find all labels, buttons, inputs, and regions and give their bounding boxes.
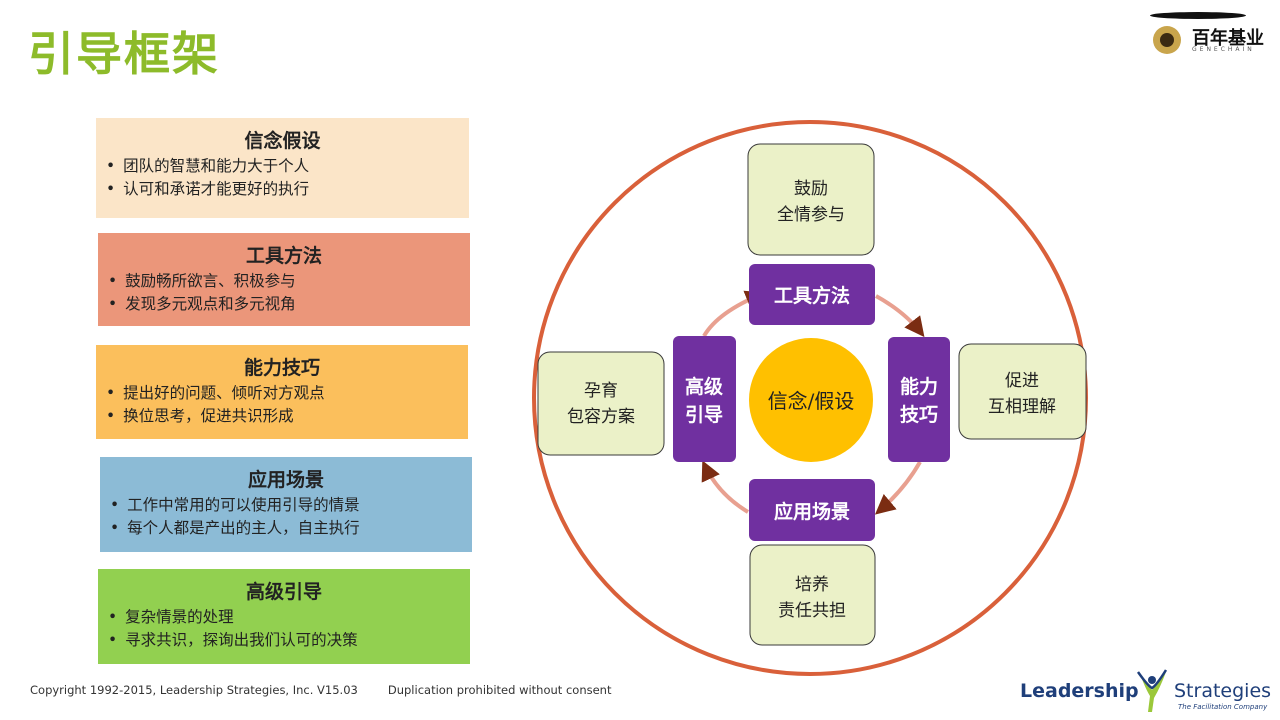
- outer-top-line-2: 全情参与: [777, 205, 845, 225]
- card-title: 工具方法: [245, 245, 322, 267]
- logo-en-text: GENECHAIN: [1192, 46, 1255, 53]
- brand-name-left: Leadership: [1020, 680, 1139, 702]
- card-advanced: 高级引导 复杂情景的处理 寻求共识，探询出我们认可的决策: [98, 569, 470, 664]
- copyright-text: Copyright 1992-2015, Leadership Strategi…: [30, 683, 358, 697]
- center-circle: [749, 338, 873, 462]
- card-skills: 能力技巧 提出好的问题、倾听对方观点 换位思考，促进共识形成: [96, 345, 468, 439]
- card-title: 信念假设: [244, 130, 321, 152]
- box-tools-label: 工具方法: [774, 284, 850, 307]
- brand-tagline: The Facilitation Company: [1178, 703, 1268, 711]
- outer-box-right: [958, 343, 1087, 440]
- outer-box-left: [537, 351, 665, 456]
- card-bullet: 提出好的问题、倾听对方观点: [106, 382, 458, 405]
- outer-box-bottom: [749, 544, 876, 646]
- logo-ring-icon: [1153, 26, 1181, 54]
- genechain-logo: 百年基业 GENECHAIN: [1148, 12, 1274, 60]
- outer-bottom-line-2: 责任共担: [778, 601, 846, 621]
- card-bullet: 工作中常用的可以使用引导的情景: [110, 494, 462, 517]
- center-label: 信念/假设: [768, 389, 855, 413]
- card-bullet: 团队的智慧和能力大于个人: [106, 155, 459, 178]
- card-tools: 工具方法 鼓励畅所欲言、积极参与 发现多元观点和多元视角: [98, 233, 470, 326]
- box-skills: [888, 337, 950, 462]
- outer-right-line-1: 促进: [1005, 371, 1039, 391]
- arrow-right-bottom: [874, 461, 922, 515]
- arrow-top-right: [875, 294, 925, 338]
- outer-right-line-2: 互相理解: [988, 397, 1056, 417]
- duplication-notice: Duplication prohibited without consent: [387, 683, 612, 697]
- box-tools: [749, 264, 875, 325]
- brand-name-right: Strategies: [1174, 680, 1272, 702]
- card-bullet: 每个人都是产出的主人，自主执行: [110, 517, 462, 540]
- card-bullet: 换位思考，促进共识形成: [106, 405, 458, 428]
- box-advanced: [673, 336, 736, 462]
- box-skills-label-2: 技巧: [900, 403, 938, 426]
- card-beliefs: 信念假设 团队的智慧和能力大于个人 认可和承诺才能更好的执行: [96, 118, 469, 218]
- arrow-bottom-left: [701, 460, 750, 514]
- card-scenarios: 应用场景 工作中常用的可以使用引导的情景 每个人都是产出的主人，自主执行: [100, 457, 472, 552]
- outer-top-line-1: 鼓励: [794, 179, 828, 199]
- card-title: 高级引导: [245, 581, 322, 603]
- box-scenarios-label: 应用场景: [774, 500, 850, 523]
- card-bullet: 发现多元观点和多元视角: [108, 293, 460, 316]
- box-advanced-label-2: 引导: [685, 404, 723, 426]
- outer-box-top: [747, 143, 875, 256]
- card-bullet: 鼓励畅所欲言、积极参与: [108, 270, 460, 293]
- card-title: 能力技巧: [243, 357, 320, 379]
- page-title: 引导框架: [28, 27, 220, 81]
- footer: Copyright 1992-2015, Leadership Strategi…: [30, 683, 611, 697]
- person-figure-icon: [1136, 669, 1168, 712]
- card-bullet: 寻求共识，探询出我们认可的决策: [108, 629, 460, 652]
- card-bullet: 复杂情景的处理: [108, 606, 460, 629]
- card-title: 应用场景: [247, 469, 324, 491]
- box-advanced-label-1: 高级: [685, 375, 723, 398]
- box-skills-label-1: 能力: [900, 375, 938, 398]
- outer-bottom-line-1: 培养: [795, 575, 829, 595]
- card-bullet: 认可和承诺才能更好的执行: [106, 178, 459, 201]
- logo-cn-text: 百年基业: [1192, 28, 1264, 49]
- outer-left-line-2: 包容方案: [567, 407, 635, 427]
- leadership-strategies-logo: Leadership Strategies The Facilitation C…: [1020, 666, 1272, 716]
- outer-left-line-1: 孕育: [584, 381, 618, 401]
- brush-stroke-icon: [1150, 12, 1246, 19]
- box-scenarios: [749, 479, 875, 541]
